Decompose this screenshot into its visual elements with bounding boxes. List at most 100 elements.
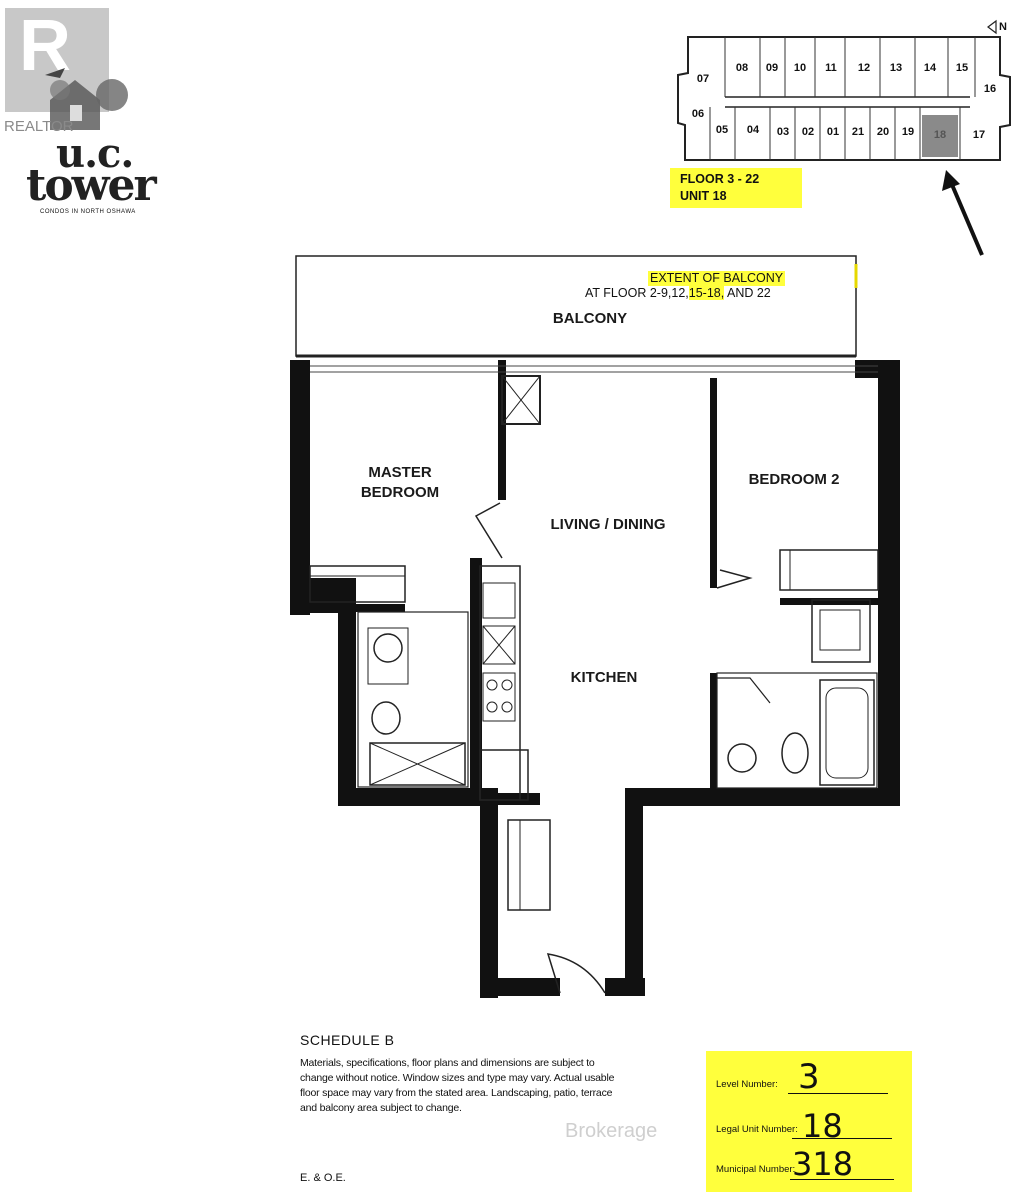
- laundry-icon: [811, 599, 871, 663]
- wall: [470, 558, 482, 798]
- wall: [480, 788, 498, 998]
- schedule-title: SCHEDULE B: [300, 1032, 395, 1048]
- municipal-value: 318: [792, 1145, 854, 1183]
- sink-icon: [373, 633, 403, 663]
- balcony-note-highlight: 15-18,: [688, 286, 725, 300]
- schedule-line: floor space may vary from the stated are…: [300, 1087, 613, 1099]
- logo-line1: u.c.: [56, 130, 134, 177]
- unit-number-box: Level Number: 3 Legal Unit Number: 18 Mu…: [706, 1051, 912, 1192]
- bedroom2-closet: [779, 549, 879, 591]
- key-unit-label: 13: [889, 62, 903, 74]
- room-label-kitchen: KITCHEN: [570, 669, 638, 686]
- wall: [498, 360, 506, 500]
- wall: [485, 793, 540, 805]
- key-unit-label: 07: [696, 73, 710, 85]
- fridge-icon: [479, 749, 529, 801]
- toilet-icon: [371, 701, 401, 735]
- legal-unit-value: 18: [802, 1107, 843, 1145]
- highlighted-unit: [922, 115, 958, 157]
- master-label-line1: MASTER: [368, 464, 432, 481]
- key-unit-label: 06: [691, 108, 705, 120]
- room-label-balcony: BALCONY: [552, 310, 628, 327]
- wall: [855, 360, 900, 378]
- key-unit-label: 18: [933, 129, 947, 141]
- municipal-label: Municipal Number:: [716, 1164, 796, 1175]
- tree-house-icon: [45, 68, 128, 130]
- shower-icon: [369, 742, 466, 786]
- brokerage-watermark: Brokerage: [565, 1120, 658, 1142]
- legal-underline: [792, 1138, 892, 1139]
- balcony-note-floors-end: AND 22: [724, 286, 771, 300]
- master-closet: [309, 565, 406, 603]
- key-unit-label: 09: [765, 62, 779, 74]
- compass-icon: [987, 19, 997, 35]
- key-unit-label: 05: [715, 124, 729, 136]
- key-unit-label: 12: [857, 62, 871, 74]
- master-label-line2: BEDROOM: [360, 484, 440, 501]
- logo-line2: tower: [26, 160, 157, 211]
- kitchen-sink-icon: [482, 582, 516, 619]
- kitchen-counter: [479, 565, 521, 801]
- wall: [878, 360, 900, 800]
- master-bath: [357, 611, 469, 788]
- key-unit-label: 11: [825, 62, 837, 74]
- key-unit-label: 21: [851, 126, 865, 138]
- schedule-line: and balcony area subject to change.: [300, 1102, 462, 1114]
- key-unit-label: 19: [901, 126, 915, 138]
- key-plan-outline: [677, 19, 1011, 256]
- wall: [710, 378, 717, 588]
- key-unit-label: 04: [746, 124, 760, 136]
- key-unit-label: 16: [983, 83, 997, 95]
- compass-label: N: [999, 21, 1007, 33]
- schedule-b: SCHEDULE B Materials, specifications, fl…: [300, 1032, 700, 1116]
- floor-label: FLOOR 3 - 22: [680, 172, 760, 186]
- key-unit-label: 14: [923, 62, 937, 74]
- bathtub-icon: [819, 679, 875, 786]
- floor-unit-label: FLOOR 3 - 22 UNIT 18: [670, 168, 802, 208]
- wall: [710, 673, 717, 793]
- balcony-note: EXTENT OF BALCONY AT FLOOR 2-9,12,15-18,…: [560, 271, 860, 301]
- realtor-watermark-top: REALTOR: [4, 118, 74, 135]
- wall: [290, 360, 310, 615]
- wall: [625, 793, 643, 993]
- unit-label: UNIT 18: [680, 189, 727, 203]
- dishwasher-icon: [482, 625, 516, 665]
- key-unit-label: 17: [972, 129, 986, 141]
- key-unit-label: 20: [876, 126, 890, 138]
- room-label-living-dining: LIVING / DINING: [550, 516, 666, 533]
- eoe-note: E. & O.E.: [300, 1172, 346, 1184]
- key-unit-label: 08: [735, 62, 749, 74]
- entry-closet: [507, 819, 551, 911]
- key-unit-label: 02: [801, 126, 815, 138]
- floor-plan: [290, 255, 900, 998]
- mechanical-shaft: [501, 375, 541, 425]
- sink-icon: [727, 743, 757, 773]
- wall: [338, 578, 356, 803]
- logo: R REALTOR u.c. tower CONDOS IN NORTH OSH…: [0, 0, 180, 230]
- schedule-line: change without notice. Window sizes and …: [300, 1072, 615, 1084]
- level-underline: [788, 1093, 888, 1094]
- legal-unit-label: Legal Unit Number:: [716, 1124, 798, 1135]
- wall: [310, 604, 405, 612]
- cooktop-icon: [482, 672, 516, 722]
- schedule-line: Materials, specifications, floor plans a…: [300, 1057, 595, 1069]
- wall: [625, 788, 900, 806]
- wall: [780, 598, 880, 605]
- room-label-bedroom-2: BEDROOM 2: [748, 471, 840, 488]
- wall: [338, 788, 488, 806]
- key-unit-label: 01: [826, 126, 840, 138]
- pointer-arrow-icon: [948, 179, 984, 256]
- municipal-underline: [790, 1179, 894, 1180]
- logo-tagline: CONDOS IN NORTH OSHAWA: [40, 209, 136, 215]
- toilet-icon: [781, 732, 809, 774]
- key-plan: N 07 08 09 10 11 12 13 14 15 16 06 05 04…: [670, 15, 1025, 265]
- level-label: Level Number:: [716, 1079, 778, 1090]
- key-unit-label: 10: [793, 62, 807, 74]
- key-unit-label: 15: [955, 62, 969, 74]
- wall: [480, 978, 560, 996]
- balcony-note-line1: EXTENT OF BALCONY: [648, 271, 786, 286]
- balcony-note-floors: AT FLOOR 2-9,12,: [585, 286, 689, 300]
- room-label-master-bedroom: MASTER BEDROOM: [330, 463, 470, 503]
- level-value: 3: [798, 1057, 820, 1097]
- bath2: [716, 672, 878, 789]
